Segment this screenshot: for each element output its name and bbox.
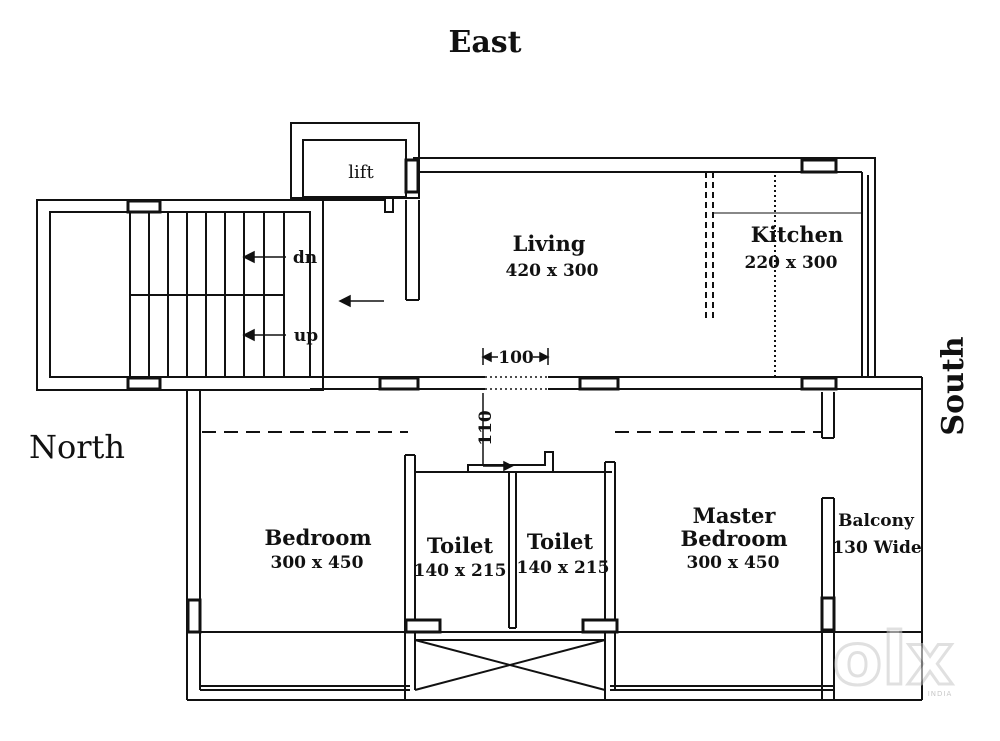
stair-down-label: dn	[293, 248, 317, 268]
master-label-line1: Master	[693, 503, 777, 528]
balcony-size: 130 Wide	[832, 538, 922, 558]
olx-watermark: olx INDIA	[831, 616, 955, 703]
compass-east: East	[448, 25, 521, 60]
master-label-line2: Bedroom	[680, 526, 787, 551]
bedroom-label: Bedroom	[264, 525, 371, 550]
stair-up-label: up	[294, 326, 318, 346]
kitchen-label: Kitchen	[751, 222, 844, 247]
master-size: 300 x 450	[687, 553, 780, 573]
toilet-right-size: 140 x 215	[517, 558, 610, 578]
windows	[126, 158, 838, 634]
opening-gap	[485, 375, 548, 391]
toilet-left-label: Toilet	[427, 533, 494, 558]
kitchen-size: 220 x 300	[745, 253, 838, 273]
lift-shaft	[290, 122, 420, 199]
balcony-label: Balcony	[838, 511, 915, 531]
toilet-left-size: 140 x 215	[414, 561, 507, 581]
living-size: 420 x 300	[506, 261, 599, 281]
passage-width-label: 110	[476, 410, 496, 446]
kitchen-partitions	[705, 172, 862, 377]
staircase	[36, 199, 324, 391]
watermark-logo: olx	[833, 617, 954, 701]
watermark-region: INDIA	[928, 690, 953, 698]
landing-walls	[323, 197, 420, 301]
toilet-right-label: Toilet	[527, 529, 594, 554]
lift-label: lift	[348, 162, 374, 183]
compass-south: South	[936, 336, 971, 435]
bedroom-size: 300 x 450	[271, 553, 364, 573]
compass-north: North	[29, 428, 125, 466]
arrows	[242, 250, 550, 472]
toilet-block	[404, 451, 616, 700]
living-label: Living	[513, 231, 586, 256]
opening-width-label: 100	[498, 348, 534, 368]
